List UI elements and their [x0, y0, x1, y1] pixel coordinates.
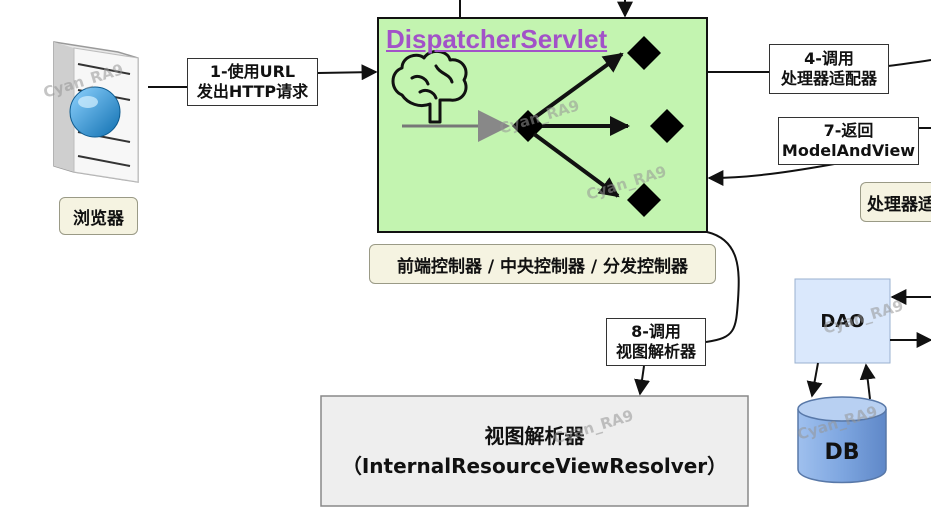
call-resolver-line2: 视图解析器 — [615, 342, 696, 361]
dispatcher-caption: 前端控制器 / 中央控制器 / 分发控制器 — [369, 244, 716, 284]
database-icon — [797, 396, 887, 484]
db-label: DB — [824, 439, 860, 465]
branch-up-arrow — [532, 52, 624, 120]
request-edge-line1: 1-使用URL — [209, 62, 296, 81]
call-resolver-line1: 8-调用 — [631, 322, 681, 341]
handler-adapter-label: 处理器适 — [860, 182, 931, 222]
request-arrow — [317, 64, 378, 81]
branch-down-arrow — [532, 132, 620, 198]
view-resolver-line1: 视图解析器 — [484, 424, 585, 448]
browser-label: 浏览器 — [59, 197, 138, 235]
db-to-dao-arrow — [859, 363, 876, 400]
dao-label: DAO — [820, 310, 865, 332]
input-arrow-head — [478, 110, 510, 142]
return-mav-line1: 7-返回 — [823, 121, 874, 140]
dao-box — [794, 278, 891, 364]
call-resolver-edge-label: 8-调用 视图解析器 — [606, 318, 706, 366]
return-mav-line2: ModelAndView — [781, 141, 916, 160]
dao-to-db-arrow — [806, 362, 823, 398]
dispatcher-title: DispatcherServlet — [386, 24, 608, 54]
diamond-middle — [650, 109, 684, 143]
call-adapter-line-b — [887, 59, 931, 67]
call-adapter-line1: 4-调用 — [804, 49, 854, 68]
return-mav-edge-label: 7-返回 ModelAndView — [778, 117, 919, 165]
view-resolver-line2: （InternalResourceViewResolver） — [341, 454, 728, 478]
view-resolver-text: 视图解析器 （InternalResourceViewResolver） — [321, 396, 748, 506]
browser-icon — [53, 41, 139, 183]
call-resolver-arrow — [634, 365, 650, 396]
call-adapter-edge-label: 4-调用 处理器适配器 — [769, 44, 889, 94]
request-edge-label: 1-使用URL 发出HTTP请求 — [187, 58, 318, 106]
diamond-top — [627, 36, 661, 70]
diamond-bottom — [627, 183, 661, 217]
return-mav-arrow — [707, 162, 841, 186]
call-adapter-line2: 处理器适配器 — [780, 69, 877, 88]
brain-icon — [391, 50, 468, 124]
call-resolver-curve — [705, 231, 740, 343]
request-edge-line2: 发出HTTP请求 — [196, 82, 309, 101]
view-resolver-box — [320, 395, 749, 507]
